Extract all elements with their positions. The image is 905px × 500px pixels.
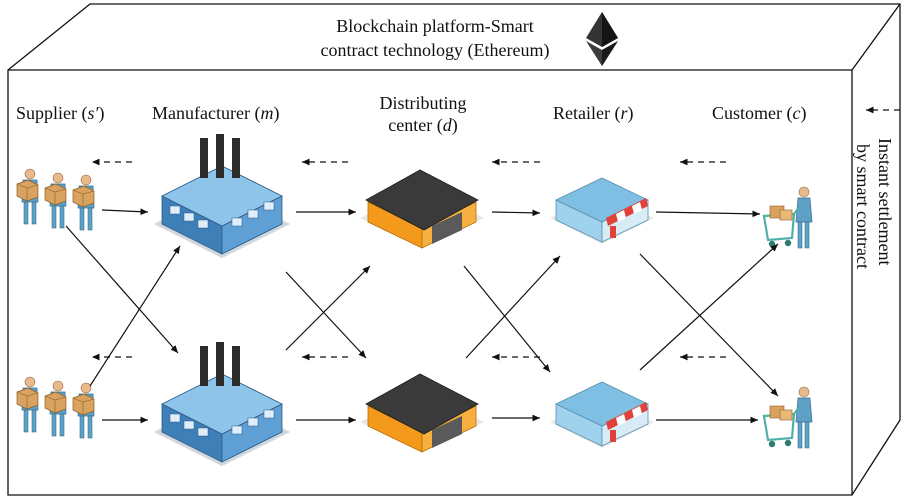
label-distributor: Distributing center (d): [364, 92, 482, 136]
platform-title: Blockchain platform-Smart contract techn…: [285, 14, 585, 62]
arrow-retailer-cross-up: [639, 243, 779, 371]
label-customer-name: Customer: [712, 103, 782, 123]
arrow-supplier-cross-down: [65, 225, 179, 354]
arrow-distributor-retailer-top: [491, 209, 541, 217]
label-distributor-line2: center: [388, 115, 433, 135]
label-retailer-name: Retailer: [553, 103, 610, 123]
label-manufacturer: Manufacturer (m): [152, 103, 280, 123]
platform-title-line1: Blockchain platform-Smart: [336, 16, 534, 36]
settlement-legend: Instant settlement by smart contract: [852, 138, 896, 298]
legend-line1: Instant settlement: [875, 138, 895, 266]
arrow-supplier-manufacturer-top: [101, 208, 149, 216]
label-customer-symbol: c: [792, 103, 801, 123]
arrow-distributor-cross-up: [465, 255, 561, 359]
settlement-arrows: [92, 106, 900, 361]
legend-line2: by smart contract: [853, 144, 873, 269]
label-manufacturer-name: Manufacturer: [152, 103, 250, 123]
label-distributor-symbol: d: [442, 115, 452, 135]
platform-box: [7, 3, 901, 496]
arrow-retailer-customer-top: [655, 210, 761, 218]
arrow-supplier-cross-up: [89, 245, 181, 387]
label-retailer-symbol: r: [620, 103, 628, 123]
label-supplier-name: Supplier: [16, 103, 77, 123]
label-retailer: Retailer (r): [553, 103, 634, 123]
label-customer: Customer (c): [712, 103, 807, 123]
arrow-retailer-cross-down: [639, 253, 779, 397]
arrow-manufacturer-cross-down: [285, 271, 367, 359]
label-supplier-symbol: s′: [87, 103, 99, 123]
label-manufacturer-symbol: m: [260, 103, 274, 123]
ethereum-icon: [586, 12, 618, 66]
arrow-manufacturer-cross-up: [285, 265, 371, 351]
label-distributor-line1: Distributing: [379, 93, 467, 113]
flow-arrows: [65, 208, 779, 424]
label-supplier: Supplier (s′): [16, 103, 105, 123]
platform-title-line2: contract technology (Ethereum): [320, 40, 550, 60]
arrow-distributor-cross-down: [463, 265, 551, 373]
